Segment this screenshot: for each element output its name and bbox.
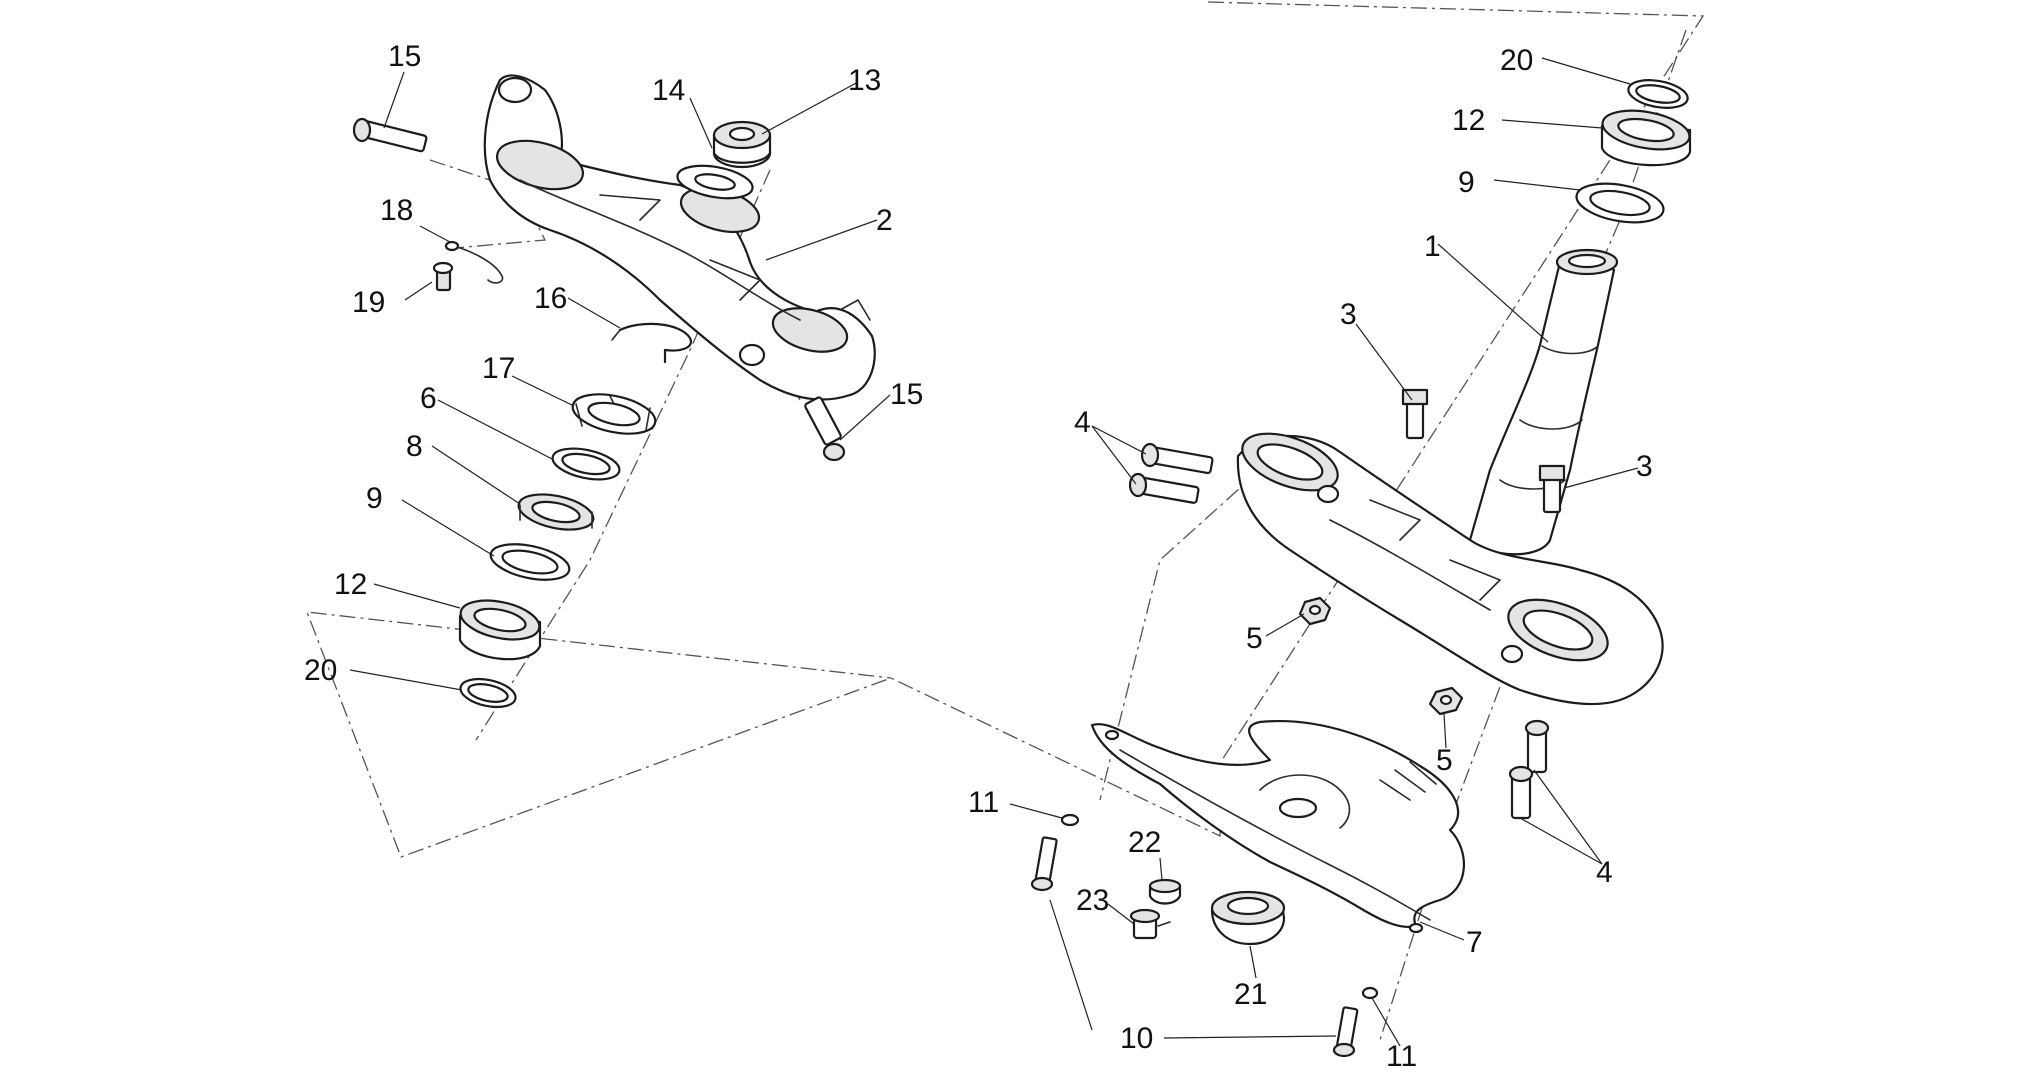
callout-5-nut-right: 5 (1436, 744, 1453, 777)
bearing-12-lower (1600, 109, 1692, 167)
leader-lines (349, 57, 1639, 1047)
ring-nut-17 (571, 393, 657, 435)
bolt-4-right-upper (1524, 719, 1550, 774)
screw-19 (432, 261, 454, 292)
bolt-4-left-upper (1140, 442, 1214, 475)
seal-8 (517, 493, 595, 531)
dust-cover-9-upper (489, 543, 571, 581)
nut-5-right (1428, 686, 1464, 716)
dust-cover-9-lower (1575, 182, 1665, 224)
grommet-21 (1210, 890, 1286, 946)
mount-axis-right (1379, 659, 1511, 1041)
spacer-22 (1148, 878, 1182, 905)
callout-16-circlip: 16 (534, 282, 567, 315)
callout-8-seal: 8 (406, 430, 423, 463)
bolt-15-left (352, 117, 428, 153)
callout-19-screw: 19 (352, 286, 385, 319)
callout-11-washer-upper: 11 (968, 786, 999, 819)
callout-20-ring-lower: 20 (1500, 44, 1533, 77)
bolt-4-left-lower (1128, 472, 1200, 504)
callout-11-washer-lower: 11 (1386, 1040, 1417, 1072)
bearing-12-upper (458, 599, 542, 661)
callout-4-bolts-left: 4 (1074, 406, 1091, 439)
nut-5-left (1298, 596, 1332, 626)
callout-7-fork-shield: 7 (1466, 926, 1483, 959)
pin-10-left (1030, 836, 1058, 892)
callout-15-bolt-right: 15 (890, 378, 923, 411)
bolt-3-right (1538, 464, 1566, 514)
bolt-3-left (1401, 388, 1429, 440)
callout-12-bearing: 12 (334, 568, 367, 601)
callout-3-bolt-left: 3 (1340, 298, 1357, 331)
callout-4-bolts-right: 4 (1596, 856, 1613, 889)
callout-20-ring: 20 (304, 654, 337, 687)
circlip-16 (611, 322, 693, 364)
callout-12-bearing-lower: 12 (1452, 104, 1485, 137)
callout-14-washer: 14 (652, 74, 685, 107)
callout-1-lower-yoke: 1 (1424, 230, 1441, 263)
callout-5-nut-left: 5 (1246, 622, 1263, 655)
callout-17-ring-nut: 17 (482, 352, 515, 385)
washer-6 (551, 447, 621, 481)
callout-9-dust-cover-lower: 9 (1458, 166, 1475, 199)
upper-triple-clamp-group (352, 74, 876, 741)
steering-nut-13 (712, 120, 772, 169)
washer-11-lower (1361, 986, 1379, 1000)
callout-15-bolt-left: 15 (388, 40, 421, 73)
screw-23 (1129, 908, 1171, 940)
callout-22-spacer: 22 (1128, 826, 1161, 859)
callout-2-upper-clamp: 2 (876, 204, 893, 237)
clip-18 (444, 240, 504, 284)
washer-14 (676, 164, 754, 200)
pin-10-right (1332, 1006, 1359, 1058)
callout-13-nut: 13 (848, 64, 881, 97)
upper-triple-clamp-2 (483, 74, 876, 401)
bolt-4-right-lower (1508, 765, 1534, 820)
pinch-bolt-axis-left (1099, 469, 1261, 801)
callout-21-grommet: 21 (1234, 978, 1267, 1011)
lower-yoke-1 (1236, 248, 1664, 706)
lower-yoke-group (1030, 29, 1692, 1058)
callout-3-bolt-right: 3 (1636, 450, 1653, 483)
callout-23-screw: 23 (1076, 884, 1109, 917)
callout-9-dust-cover: 9 (366, 482, 383, 515)
callout-10-pins: 10 (1120, 1022, 1153, 1055)
washer-11-upper (1060, 813, 1080, 827)
ring-20-lower (1627, 79, 1689, 109)
bolt-15-right (804, 396, 846, 462)
callout-6-washer: 6 (420, 382, 437, 415)
fork-shield-7 (1090, 720, 1465, 934)
ring-20-upper (459, 677, 517, 709)
callout-labels: 15 14 13 2 18 19 16 15 17 6 8 9 12 20 20… (304, 40, 1653, 1072)
callout-18-clip: 18 (380, 194, 413, 227)
